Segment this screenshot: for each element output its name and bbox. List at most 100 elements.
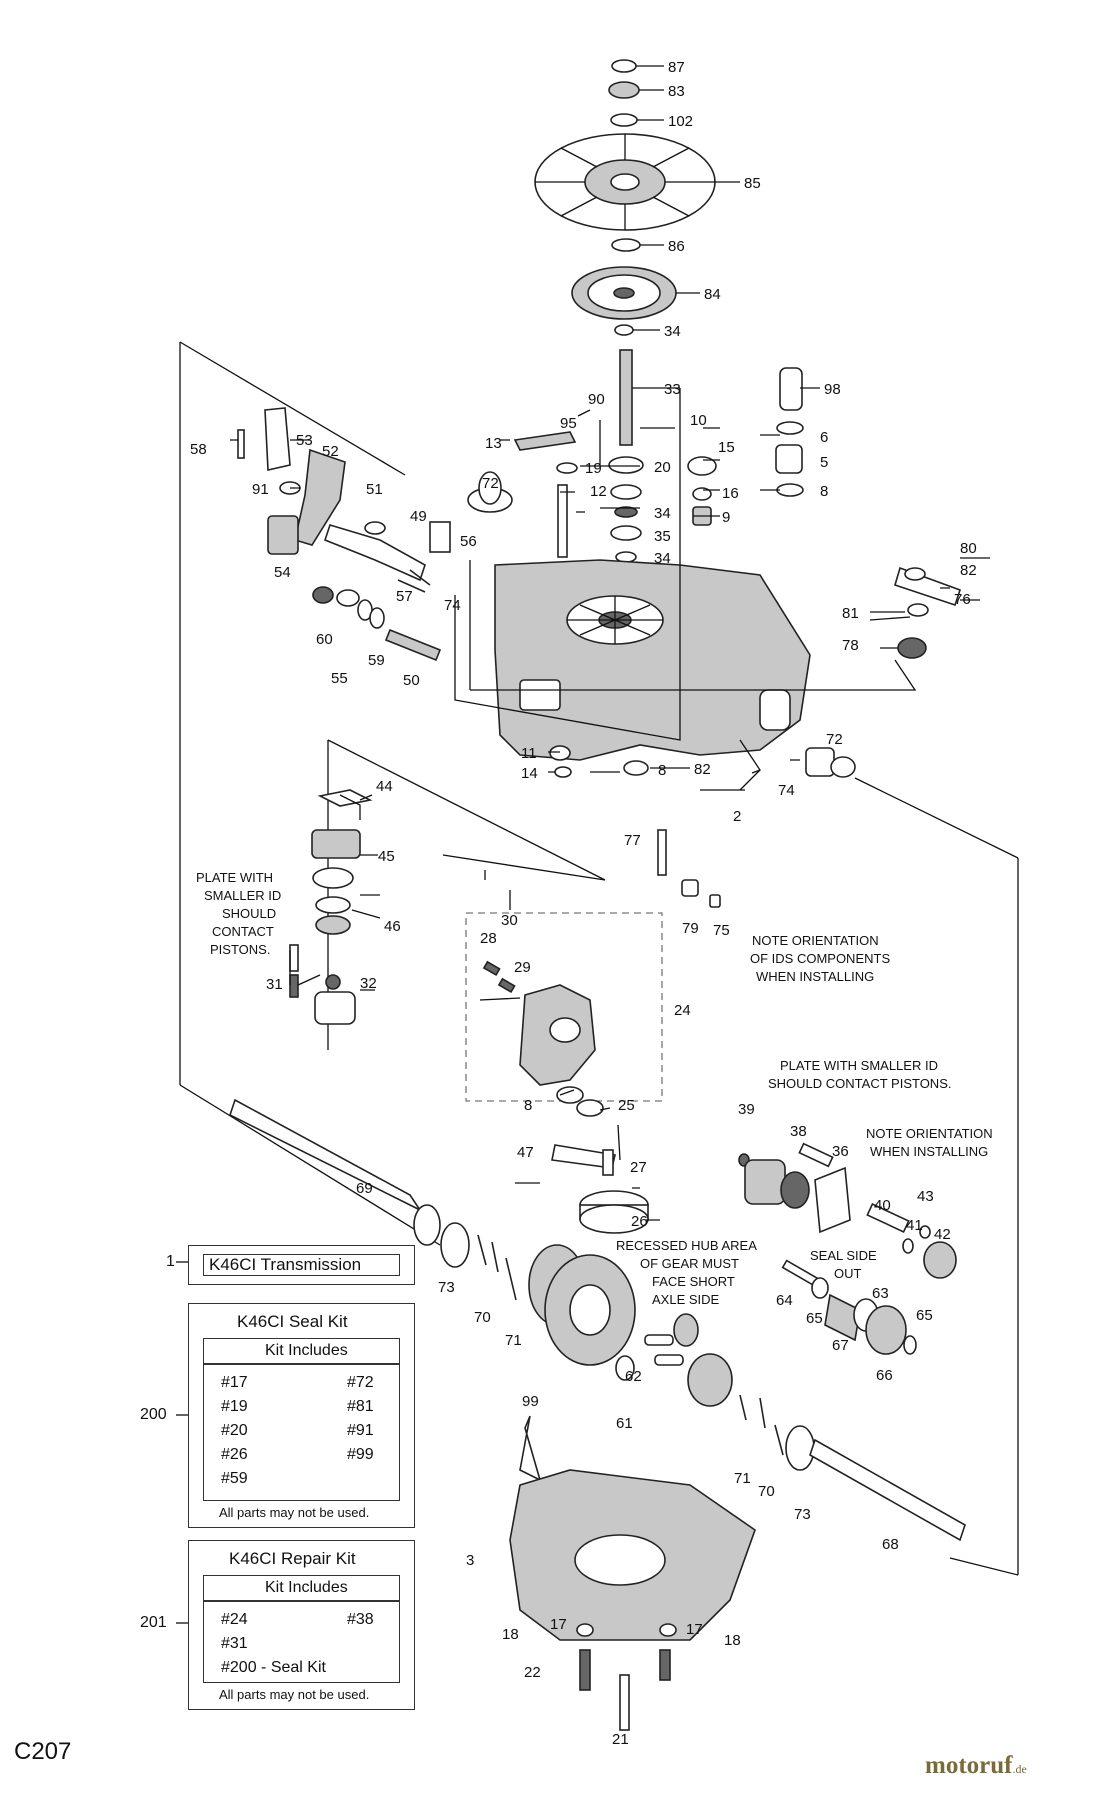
seal-kit-item: #59 (221, 1470, 248, 1487)
callout: 81 (842, 605, 859, 622)
kit-ref-repair: 201 (140, 1614, 167, 1631)
callout: 6 (820, 429, 828, 446)
callout: 58 (190, 441, 207, 458)
callout: 16 (722, 485, 739, 502)
callout: 102 (668, 113, 693, 130)
callout: 12 (590, 483, 607, 500)
callout: 87 (668, 59, 685, 76)
installation-notes: PLATE WITH SMALLER ID SHOULD CONTACT PIS… (196, 870, 993, 1307)
callout: 71 (505, 1332, 522, 1349)
callout: 83 (668, 83, 685, 100)
callout: 34 (654, 505, 671, 522)
callout: 55 (331, 670, 348, 687)
callout: 57 (396, 588, 413, 605)
seal-kit-item: #81 (347, 1398, 374, 1415)
seal-kit-item: #20 (221, 1422, 248, 1439)
callout: 31 (266, 976, 283, 993)
callout: 64 (776, 1292, 793, 1309)
callout: 46 (384, 918, 401, 935)
kit-ref-seal: 200 (140, 1406, 167, 1423)
seal-kit-item: #99 (347, 1446, 374, 1463)
callout: 62 (625, 1368, 642, 1385)
callout: 65 (806, 1310, 823, 1327)
callout: 66 (876, 1367, 893, 1384)
watermark-logo: motoruf.de (925, 1752, 1027, 1780)
callout: 33 (664, 381, 681, 398)
note-line: OF IDS COMPONENTS (750, 951, 890, 966)
repair-kit-item: #38 (347, 1611, 374, 1628)
seal-kit-includes-box (203, 1338, 400, 1364)
callout: 38 (790, 1123, 807, 1140)
callout: 13 (485, 435, 502, 452)
note-line: NOTE ORIENTATION (866, 1126, 993, 1141)
seal-kit-item: #26 (221, 1446, 248, 1463)
callout: 35 (654, 528, 671, 545)
callout: 20 (654, 459, 671, 476)
callout: 77 (624, 832, 641, 849)
note-line: WHEN INSTALLING (756, 969, 874, 984)
callout: 84 (704, 286, 721, 303)
callout: 41 (906, 1217, 923, 1234)
motor-parts (738, 1142, 957, 1355)
callout: 19 (585, 460, 602, 477)
callout: 44 (376, 778, 393, 795)
repair-kit-item: #24 (221, 1611, 248, 1628)
repair-kit-includes: Kit Includes (265, 1579, 348, 1596)
callout: 52 (322, 443, 339, 460)
callout: 5 (820, 454, 828, 471)
callout: 73 (438, 1279, 455, 1296)
callout: 75 (713, 922, 730, 939)
callout: 9 (722, 509, 730, 526)
note-line: WHEN INSTALLING (870, 1144, 988, 1159)
callout-labels: 87 83 102 85 86 84 34 33 10 98 90 95 13 … (190, 59, 977, 1748)
callout: 99 (522, 1393, 539, 1410)
lower-housing (509, 1415, 756, 1731)
upper-housing (494, 559, 811, 761)
callout: 50 (403, 672, 420, 689)
callout: 79 (682, 920, 699, 937)
callout: 30 (501, 912, 518, 929)
watermark-suffix: .de (1012, 1762, 1027, 1776)
note-line: PISTONS. (210, 942, 270, 957)
callout: 90 (588, 391, 605, 408)
callout: 18 (502, 1626, 519, 1643)
seal-kit-list-box (203, 1364, 400, 1501)
callout: 15 (718, 439, 735, 456)
callout: 28 (480, 930, 497, 947)
callout: 85 (744, 175, 761, 192)
callout: 32 (360, 975, 377, 992)
callout: 3 (466, 1552, 474, 1569)
transmission-box: K46CI Transmission (188, 1245, 415, 1285)
note-line: PLATE WITH (196, 870, 273, 885)
seal-kit-box: K46CI Seal Kit Kit Includes #17 #19 #20 … (188, 1303, 415, 1528)
callout: 11 (521, 745, 537, 762)
transmission-inner (203, 1254, 400, 1276)
callout: 49 (410, 508, 427, 525)
document-id: C207 (14, 1738, 72, 1765)
note-line: FACE SHORT (652, 1274, 735, 1289)
callout: 25 (618, 1097, 635, 1114)
note-line: PLATE WITH SMALLER ID (780, 1058, 938, 1073)
note-line: SHOULD CONTACT PISTONS. (768, 1076, 951, 1091)
note-line: CONTACT (212, 924, 274, 939)
note-line: OUT (834, 1266, 862, 1281)
callout: 21 (612, 1731, 629, 1748)
callout: 54 (274, 564, 291, 581)
callout: 80 (960, 540, 977, 557)
callout: 10 (690, 412, 707, 429)
callout: 42 (934, 1226, 951, 1243)
control-arm-parts (237, 407, 856, 778)
repair-kit-item: #200 - Seal Kit (221, 1659, 326, 1676)
callout: 27 (630, 1159, 647, 1176)
callout: 78 (842, 637, 859, 654)
kit-leaders (176, 1261, 188, 1624)
callout: 39 (738, 1101, 755, 1118)
callout: 60 (316, 631, 333, 648)
callout: 2 (733, 808, 741, 825)
seal-kit-includes: Kit Includes (265, 1342, 348, 1359)
fan-assembly (534, 59, 716, 336)
seal-kit-item: #17 (221, 1374, 248, 1391)
callout: 70 (474, 1309, 491, 1326)
callout: 45 (378, 848, 395, 865)
kit-ref-transmission: 1 (166, 1253, 175, 1270)
